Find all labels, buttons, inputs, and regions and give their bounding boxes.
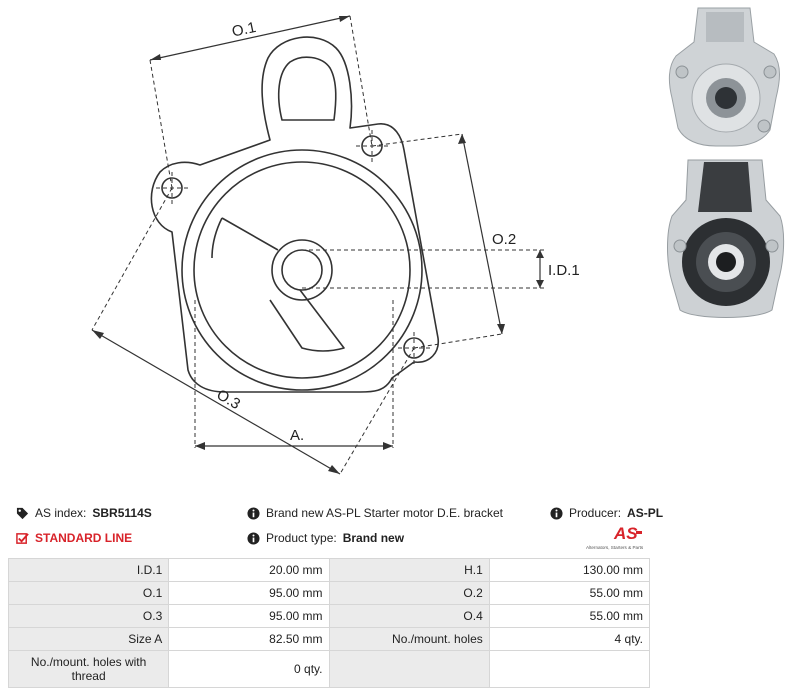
table-row: I.D.1 20.00 mm H.1 130.00 mm <box>7 558 651 582</box>
tag-icon <box>16 507 29 519</box>
spec-value <box>488 650 651 688</box>
label-o1: O.1 <box>230 19 257 41</box>
info-icon <box>247 506 260 520</box>
mount-hole-left <box>161 177 183 199</box>
logo-tagline: Alternators, Starters & Parts <box>586 545 644 550</box>
spec-value: 130.00 mm <box>488 558 651 582</box>
as-index-label: AS index: <box>35 506 87 520</box>
inner-ring <box>193 161 411 379</box>
producer: Producer: AS-PL <box>550 506 663 520</box>
spec-value: 95.00 mm <box>168 604 330 628</box>
spec-table: I.D.1 20.00 mm H.1 130.00 mm O.1 95.00 m… <box>7 558 651 688</box>
table-row: Size A 82.50 mm No./mount. holes 4 qty. <box>7 627 651 651</box>
product-line-label: STANDARD LINE <box>35 531 133 545</box>
bracket-outline <box>150 36 439 393</box>
description-text: Brand new AS-PL Starter motor D.E. brack… <box>266 506 503 520</box>
spec-label <box>328 650 490 688</box>
info-icon <box>247 531 260 545</box>
hub-outer <box>271 239 333 301</box>
product-line: STANDARD LINE <box>16 531 132 545</box>
outer-ring <box>181 149 423 391</box>
checkbox-checked-icon <box>16 532 29 544</box>
label-id1: I.D.1 <box>548 262 580 279</box>
producer-label: Producer: <box>569 506 622 520</box>
product-photo-back <box>658 152 793 324</box>
segment-cutout <box>211 217 345 352</box>
spec-label: O.2 <box>328 581 490 605</box>
label-o3: O.3 <box>214 386 243 413</box>
ear-loop-inner <box>277 56 337 121</box>
logo-text: AS <box>613 524 638 543</box>
spec-value: 0 qty. <box>168 650 330 688</box>
as-pl-logo: AS Alternators, Starters & Parts <box>586 524 644 550</box>
table-row: O.1 95.00 mm O.2 55.00 mm <box>7 581 651 605</box>
spec-label: No./mount. holes <box>328 627 490 651</box>
description: Brand new AS-PL Starter motor D.E. brack… <box>247 506 503 520</box>
spec-label: O.1 <box>7 581 170 605</box>
product-type: Product type: Brand new <box>247 531 404 545</box>
spec-value: 4 qty. <box>488 627 651 651</box>
table-row: O.3 95.00 mm O.4 55.00 mm <box>7 604 651 628</box>
spec-label: O.4 <box>328 604 490 628</box>
mount-hole-top-right <box>361 135 383 157</box>
hub-inner <box>281 249 323 291</box>
spec-label: I.D.1 <box>7 558 170 582</box>
spec-label: H.1 <box>328 558 490 582</box>
as-index: AS index: SBR5114S <box>16 506 152 520</box>
label-a: A. <box>290 427 304 444</box>
spec-label: No./mount. holes with thread <box>7 650 170 688</box>
spec-label: O.3 <box>7 604 170 628</box>
spec-value: 82.50 mm <box>168 627 330 651</box>
spec-value: 55.00 mm <box>488 604 651 628</box>
as-index-value: SBR5114S <box>92 506 152 520</box>
info-icon <box>550 506 563 520</box>
spec-label: Size A <box>7 627 170 651</box>
spec-value: 55.00 mm <box>488 581 651 605</box>
product-photo-front <box>658 2 793 152</box>
spec-value: 20.00 mm <box>168 558 330 582</box>
technical-drawing: O.1 O.2 I.D.1 O.3 A. <box>91 15 580 475</box>
product-type-value: Brand new <box>342 531 405 545</box>
label-o2: O.2 <box>492 231 516 248</box>
product-type-label: Product type: <box>266 531 337 545</box>
spec-value: 95.00 mm <box>168 581 330 605</box>
producer-value: AS-PL <box>627 506 664 520</box>
mount-hole-bottom-right <box>403 337 425 359</box>
table-row: No./mount. holes with thread 0 qty. <box>7 650 651 688</box>
